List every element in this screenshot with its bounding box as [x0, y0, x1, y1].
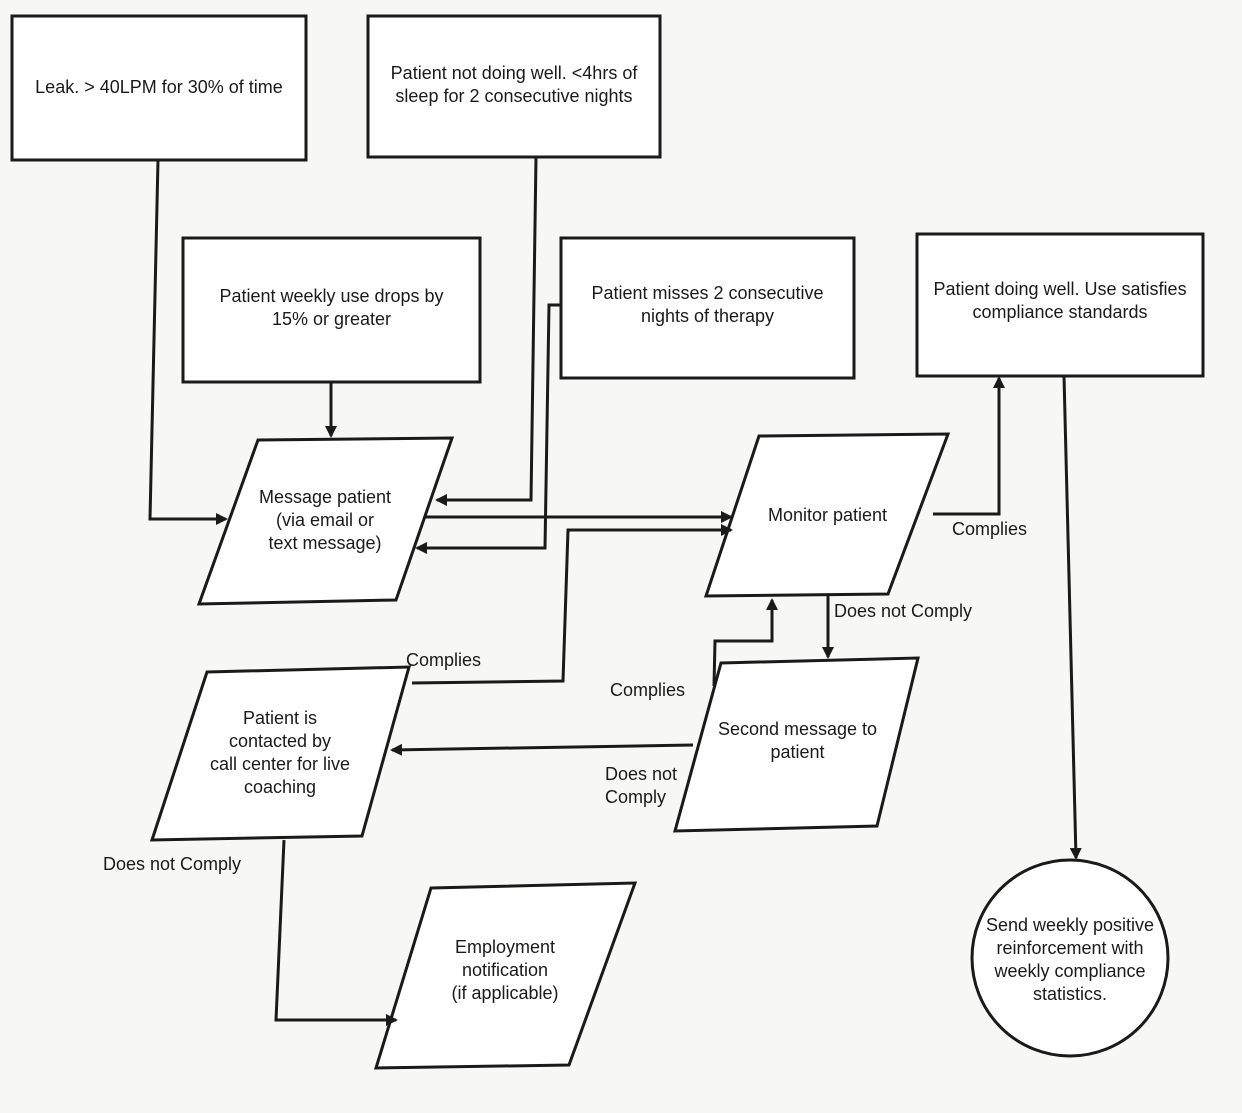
not-well-box: [366, 14, 662, 159]
call-center-text: Patient is contacted by call center for …: [209, 708, 351, 797]
second-message-text: Second message to patient: [717, 719, 878, 762]
not-well-text: Patient not doing well. <4hrs of sleep f…: [390, 63, 638, 106]
employment-parallelogram: [373, 881, 638, 1070]
reinforce-circle: [970, 858, 1170, 1058]
call-center-parallelogram: [149, 665, 411, 842]
call-center-to-employment-arrow: [274, 839, 398, 1026]
weekly-drop-text: Patient weekly use drops by 15% or great…: [219, 286, 444, 329]
message-parallelogram: [196, 436, 455, 606]
monitor-complies-label: Complies: [952, 519, 1028, 539]
monitor-parallelogram: [703, 432, 951, 598]
call-center-not-comply-label: Does not Comply: [103, 854, 242, 874]
weekly-drop-box: [181, 236, 482, 384]
monitor-text: Monitor patient: [767, 504, 888, 525]
leak-box: [10, 14, 308, 162]
second-message-parallelogram: [673, 656, 920, 833]
message-text: Message patient (via email or text messa…: [258, 486, 392, 553]
call-center-to-monitor-arrow: [411, 524, 733, 685]
doing-well-text: Patient doing well. Use satisfies compli…: [933, 279, 1187, 322]
second-to-monitor-arrow: [712, 598, 778, 687]
employment-text: Employment notification (if applicable): [451, 936, 559, 1003]
reinforce-text: Send weekly positive reinforcement with …: [985, 915, 1155, 1004]
monitor-not-comply-label: Does not Comply: [834, 601, 973, 621]
second-complies-label: Complies: [610, 680, 686, 700]
misses-to-message-arrow: [415, 303, 561, 554]
not-well-to-message-arrow: [435, 156, 538, 506]
misses-text: Patient misses 2 consecutive nights of t…: [591, 283, 824, 326]
doing-well-box: [915, 232, 1205, 378]
second-not-comply-label: Does not Comply: [605, 764, 678, 807]
monitor-to-doing-well-arrow: [933, 376, 1005, 516]
misses-box: [559, 236, 856, 380]
leak-to-message-arrow: [148, 159, 228, 525]
doing-well-to-reinforce-arrow: [1062, 375, 1082, 860]
second-to-call-center-arrow: [390, 743, 694, 756]
leak-text: Leak. > 40LPM for 30% of time: [35, 77, 283, 97]
call-center-complies-label: Complies: [406, 650, 482, 670]
